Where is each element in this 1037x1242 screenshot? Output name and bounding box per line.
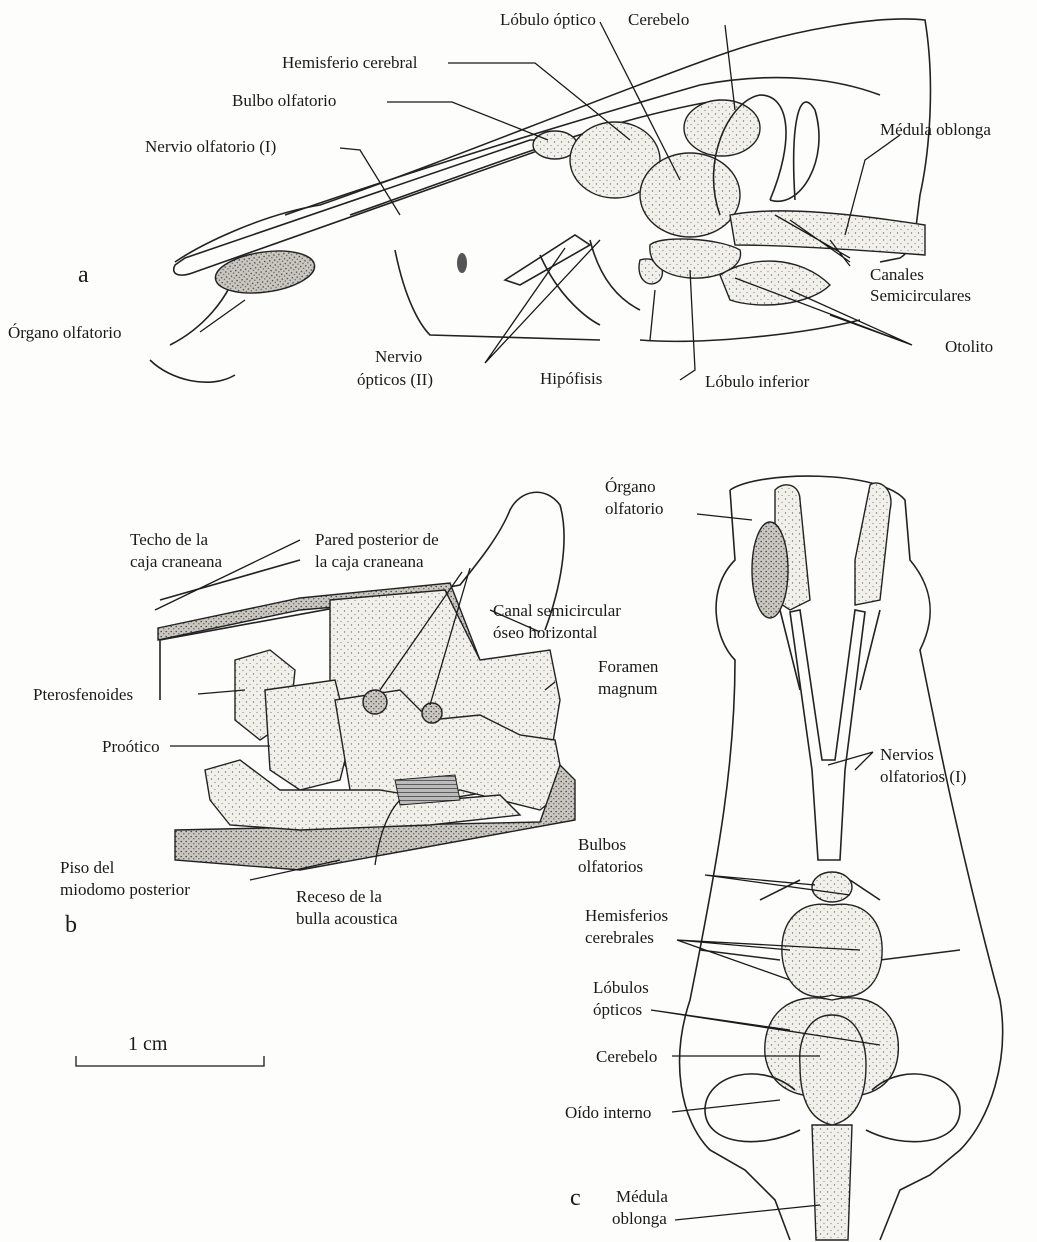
skull-c-snout	[775, 483, 891, 610]
scale-bar: 1 cm	[76, 1033, 264, 1066]
label-lobulos-1: Lóbulos	[593, 978, 649, 997]
label-organo-c-1: Órgano	[605, 477, 656, 496]
panel-c: Órgano olfatorio Nervios olfatorios (I) …	[565, 476, 1003, 1240]
bulla-recess	[395, 775, 460, 805]
skull-a-outline	[150, 19, 930, 382]
leaders-a	[200, 22, 912, 380]
label-bulbo-olfatorio: Bulbo olfatorio	[232, 91, 336, 110]
scale-bar-label: 1 cm	[128, 1033, 168, 1055]
label-hemisferios-1: Hemisferios	[585, 906, 668, 925]
label-bulbos-1: Bulbos	[578, 835, 626, 854]
label-canal-1: Canal semicircular	[493, 601, 621, 620]
label-pared-2: la caja craneana	[315, 552, 424, 571]
label-bulbos-2: olfatorios	[578, 857, 643, 876]
olfactory-organ-c	[752, 522, 788, 618]
label-hemisferios-2: cerebrales	[585, 928, 654, 947]
label-piso-1: Piso del	[60, 858, 115, 877]
cerebellum-c	[800, 1015, 866, 1125]
otolith-a	[720, 261, 830, 305]
medulla-a	[730, 211, 925, 255]
label-canal-2: óseo horizontal	[493, 623, 598, 642]
label-pared-1: Pared posterior de	[315, 530, 439, 549]
label-oido-interno: Oído interno	[565, 1103, 651, 1122]
label-prootico: Proótico	[102, 737, 160, 756]
prootic	[265, 680, 350, 790]
label-organo-c-2: olfatorio	[605, 499, 664, 518]
label-nervio-olfatorio: Nervio olfatorio (I)	[145, 137, 276, 156]
label-canales-2: Semicirculares	[870, 286, 971, 305]
optic-nerves-a	[505, 235, 590, 285]
medulla-c	[812, 1125, 852, 1240]
label-hemisferio-cerebral: Hemisferio cerebral	[282, 53, 418, 72]
canal-opening-1	[363, 690, 387, 714]
label-techo-2: caja craneana	[130, 552, 222, 571]
letter-b: b	[65, 912, 77, 938]
olfactory-nerves-c	[790, 610, 865, 860]
panel-b: Techo de la caja craneana Pared posterio…	[33, 492, 659, 938]
label-nervios-1: Nervios	[880, 745, 934, 764]
label-medula-c-1: Médula	[616, 1187, 668, 1206]
letter-a: a	[78, 262, 89, 288]
canal-opening-2	[422, 703, 442, 723]
label-hipofisis: Hipófisis	[540, 369, 602, 388]
label-nervio-opticos-1: Nervio	[375, 347, 422, 366]
label-canales-1: Canales	[870, 265, 924, 284]
label-otolito: Otolito	[945, 337, 993, 356]
label-piso-2: miodomo posterior	[60, 880, 190, 899]
label-foramen-1: Foramen	[598, 657, 659, 676]
label-lobulo-optico: Lóbulo óptico	[500, 10, 596, 29]
label-lobulos-2: ópticos	[593, 1000, 642, 1019]
optic-lobe-a	[640, 153, 740, 237]
label-nervios-2: olfatorios (I)	[880, 767, 966, 786]
cerebral-hemispheres-c	[782, 904, 882, 997]
label-cerebelo-a: Cerebelo	[628, 10, 689, 29]
label-medula-c-2: oblonga	[612, 1209, 667, 1228]
label-nervio-opticos-2: ópticos (II)	[357, 370, 433, 389]
olfactory-bulbs-c	[812, 872, 852, 902]
scale-bar-line	[76, 1056, 264, 1066]
label-receso-1: Receso de la	[296, 887, 382, 906]
cerebellum-a	[684, 100, 760, 156]
label-organo-olfatorio-a: Órgano olfatorio	[8, 323, 121, 342]
label-lobulo-inferior: Lóbulo inferior	[705, 372, 810, 391]
label-foramen-2: magnum	[598, 679, 658, 698]
label-receso-2: bulla acoustica	[296, 909, 398, 928]
label-techo-1: Techo de la	[130, 530, 209, 549]
panel-a: Lóbulo óptico Cerebelo Hemisferio cerebr…	[8, 10, 993, 391]
label-medula-oblonga-a: Médula oblonga	[880, 120, 991, 139]
label-pterosfenoides: Pterosfenoides	[33, 685, 133, 704]
olfactory-nerve-a	[174, 140, 545, 275]
label-cerebelo-c: Cerebelo	[596, 1047, 657, 1066]
letter-c: c	[570, 1185, 581, 1211]
eye-spot-a	[457, 253, 467, 273]
